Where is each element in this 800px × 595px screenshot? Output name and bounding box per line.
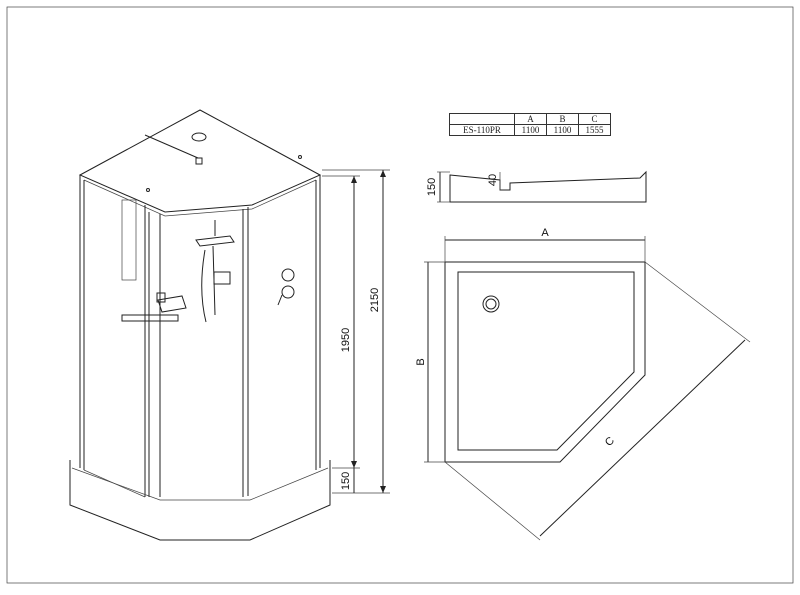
tray-outline [444,261,646,463]
rain-shower-icon [191,132,207,142]
tray-profile-drawing: 150 40 [426,170,647,203]
tray-plan-drawing: A B C [415,227,751,541]
tray-diagonal-label: C [603,435,617,449]
tray-anti-slip-surface [457,271,635,451]
spec-model-cell: ES-110PR [449,124,515,136]
cabin-tray-base [69,460,331,541]
spec-a-cell: 1100 [514,124,547,136]
spec-header-model [449,113,515,125]
spec-header-c: C [578,113,611,125]
spec-c-cell: 1555 [578,124,611,136]
spec-table-header: A B C [449,113,611,125]
spec-header-b: B [546,113,579,125]
mixer-knob-icon [281,268,295,282]
shower-cabin-drawing [69,109,331,541]
cabin-roof [78,109,322,213]
profile-height-label: 150 [426,178,438,196]
hand-shower-holder [213,271,231,285]
drain-icon [482,295,500,313]
height-dimensions: 2150 1950 150 [322,169,390,494]
total-height-label: 2150 [369,288,381,312]
glass-shelf [121,314,179,322]
tray-height-label: 150 [340,472,352,490]
shower-tray-shelf [195,235,235,247]
spec-b-cell: 1100 [546,124,579,136]
diverter-knob-icon [281,285,295,299]
tray-profile-outline [449,170,647,203]
spec-header-a: A [514,113,547,125]
table-row: ES-110PR 1100 1100 1555 [449,124,611,136]
mirror-panel [121,199,137,281]
tray-width-label: A [541,227,549,239]
profile-step-label: 40 [487,174,499,186]
shower-hose [201,249,207,323]
door-height-label: 1950 [340,328,352,352]
spec-table: A B C ES-110PR 1100 1100 1555 [449,113,611,136]
tray-depth-label: B [415,358,427,365]
soap-holder [157,295,187,313]
drawing-frame [6,6,794,584]
